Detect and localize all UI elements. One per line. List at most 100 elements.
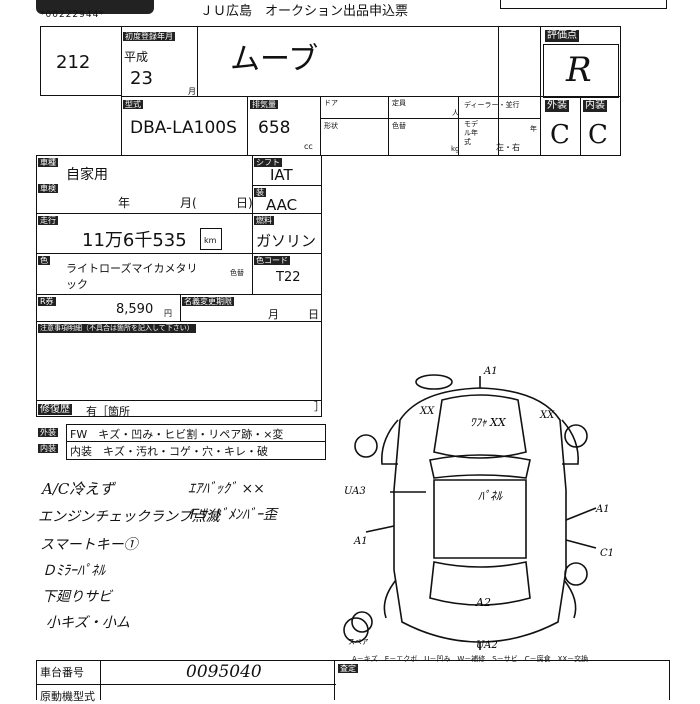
repair-label: 修復歴 [38,404,72,415]
model-year-label: モデル年式 [464,120,478,146]
recycle-label: R券 [38,297,56,306]
registration-year: 23 [130,68,153,89]
price-label: 査定 [338,664,358,673]
exterior-label: 外装 [545,100,569,112]
main-top-box [121,26,621,156]
info-block [36,155,322,417]
color-code-value: T22 [276,270,301,285]
mark-left-door: A1 [353,536,368,547]
notes-label: 注意事項明細（不具合は箇所を記入して下さい） [38,324,196,333]
registration-label: 初度登録年月 [123,32,175,41]
fuel-label: 燃料 [254,216,274,225]
car-diagram: A1 ﾜﾌｬ XX ﾊﾟﾈﾙ XX XX UA3 A1 A1 C1 A2 UA2… [343,366,614,650]
rear-left-wheel-icon [351,611,373,633]
color-value-line1: ライトローズマイカメタリ [66,262,198,275]
note-airbag: ｴｱﾊﾞｯｸﾞ ×× [188,481,265,497]
header-bracket [500,0,667,9]
note-mirror: Ｄﾐﾗｰﾊﾟﾈﾙ [42,563,105,579]
recycle-value: 8,590 [116,302,154,317]
mark-right-door: A1 [595,504,610,515]
displacement-value: 658 [258,118,291,138]
chassis-label: 車台番号 [40,666,84,679]
rear-right-wheel-icon [564,562,588,586]
color-code-label: 色コード [254,256,290,265]
door-label: ドア [324,99,338,107]
note-small-scratch: 小キズ・小ム [46,615,130,631]
displacement-unit: cc [304,142,313,151]
mileage-label: 走行 [38,216,58,225]
shift-label: シフト [254,158,282,167]
lot-number: 212 [56,52,91,73]
note-underbody: 下廻りサビ [42,589,112,605]
shape-label: 形状 [324,122,338,130]
mark-hood: ﾜﾌｬ XX [470,416,507,429]
inspection-label: 車検 [38,184,58,193]
note-ac: A/C冷えず [42,480,115,498]
mark-right-front: XX [539,410,555,421]
ac-value: AAC [266,196,298,214]
ac-label: 装 [254,188,266,197]
dealer-label: ディーラー・並行 [464,101,520,109]
serial-number: *00222944* [40,10,105,20]
color-value-line2: ック [66,278,88,291]
interior-label: 内装 [583,100,607,112]
mark-bottom: UA2 [476,640,498,650]
inspection-month: 月( [180,196,197,210]
capacity-label: 定員 [392,99,406,107]
condition-label-1: 外装 [38,428,58,437]
displacement-label: 排気量 [250,100,278,109]
header-logo [36,0,154,14]
color-change-label: 色替 [230,269,244,277]
color-label: 色 [38,256,50,265]
condition-row-1: FW キズ・凹み・ヒビ割・リペア跡・×変 [70,428,284,441]
inspection-day: 日) [236,196,253,210]
mark-spare: スペア [348,638,369,646]
grade-value: R [566,50,592,90]
front-left-wheel-icon [354,434,378,458]
engine-label: 原動機型式 [40,690,95,703]
note-engine-lamp: エンジンチェックランプ点滅 [38,509,220,525]
mark-rear: A2 [475,596,491,609]
damage-legend: A－キズ E－エクボ U－凹み W－補修 S－サビ C－腐食 XX－交換 [352,655,589,663]
note-smart-key: スマートキー① [40,537,138,553]
kg-unit: kg [451,145,460,153]
deposit-month: 月 [268,308,279,321]
note-side-member: Ｆｻｲﾄﾞﾒﾝﾊﾞｰ歪 [186,507,277,523]
deposit-day: 日 [308,308,319,321]
grade-label: 評価点 [545,30,579,42]
footer-box [36,660,670,700]
repair-value: 有［箇所 [86,405,130,418]
condition-row-2: 内装 キズ・汚れ・コゲ・穴・キレ・破 [70,445,268,458]
mark-top: A1 [483,366,498,377]
repair-bracket: ］ [314,400,325,413]
mileage-value: 11万6千535 [82,230,187,251]
condition-label-2: 内装 [38,444,58,453]
recycle-unit: 円 [164,309,172,318]
inspection-year: 年 [118,196,131,210]
interior-grade: C [588,120,608,150]
vehicle-type-value: 自家用 [66,167,108,183]
venue-title: ＪＵ広島 オークション出品申込票 [200,4,409,19]
mark-right-rear: C1 [600,548,614,559]
mark-roof: ﾊﾟﾈﾙ [478,489,503,503]
mileage-unit: km [204,236,217,245]
vehicle-type-label: 車種 [38,158,58,167]
registration-month-unit: 月 [188,87,196,96]
grade-box [543,44,619,98]
year-unit: 年 [530,125,537,133]
front-right-wheel-icon [564,424,588,448]
mark-left-side: UA3 [344,486,366,497]
exterior-grade: C [550,120,570,150]
registration-era: 平成 [124,50,149,64]
handle-side: 左・右 [496,143,520,152]
spare-tire-icon [415,374,453,390]
color-std-label: 色替 [392,122,406,130]
mark-left-front: XX [419,406,435,417]
model-label: 型式 [123,100,143,109]
chassis-value: 0095040 [186,662,262,682]
car-name: ムーブ [230,42,319,77]
condition-box [66,424,326,460]
model-value: DBA-LA100S [130,118,237,138]
shift-value: IAT [270,166,293,184]
fuel-value: ガソリン [256,232,317,250]
